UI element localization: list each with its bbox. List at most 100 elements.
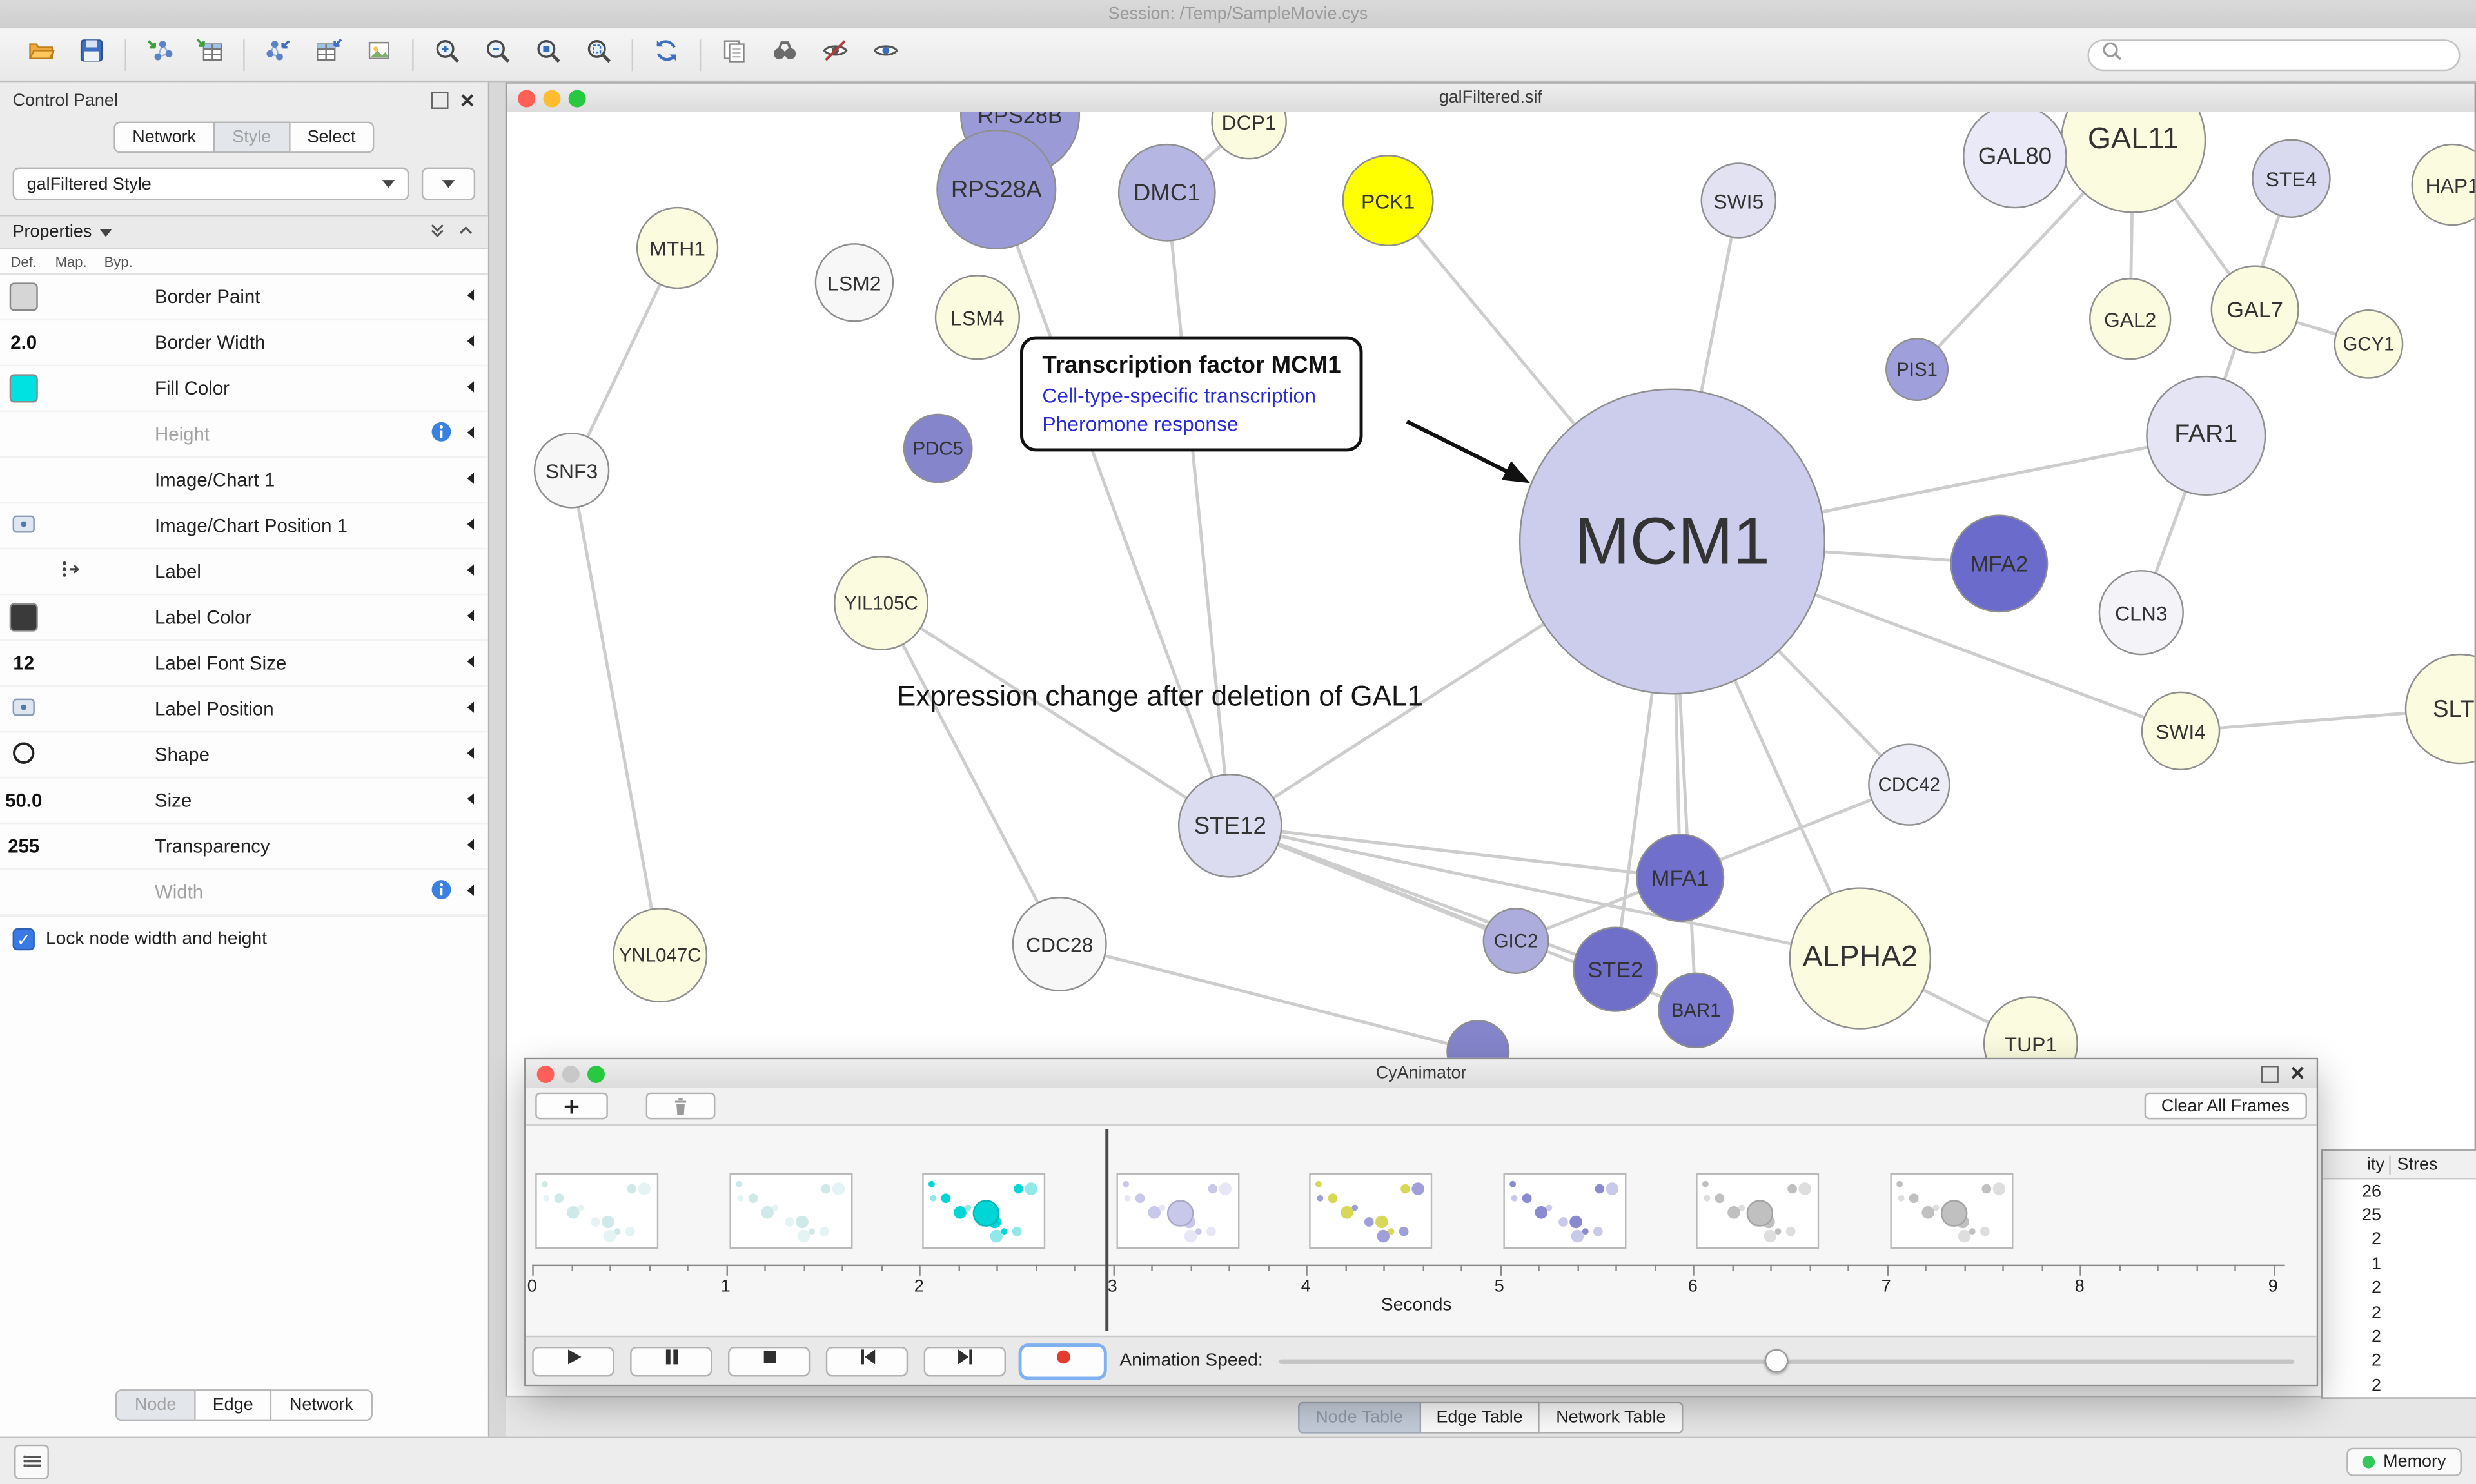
tab-node-table[interactable]: Node Table — [1298, 1401, 1420, 1433]
expand-row-icon[interactable] — [463, 331, 478, 353]
property-row[interactable]: Label Position — [0, 687, 488, 733]
table-row[interactable]: 2 — [2323, 1374, 2476, 1398]
export-image-button[interactable] — [354, 33, 404, 75]
memory-button[interactable]: Memory — [2346, 1447, 2462, 1476]
frame-thumbnail-6[interactable] — [1696, 1173, 1820, 1249]
zoom-selected-button[interactable] — [573, 33, 624, 75]
frame-thumbnail-0[interactable] — [535, 1173, 659, 1249]
network-caption-annotation[interactable]: Expression change after deletion of GAL1 — [897, 680, 1424, 712]
network-node-snf3[interactable]: SNF3 — [533, 433, 610, 509]
network-node-swi5[interactable]: SWI5 — [1700, 162, 1777, 239]
property-row[interactable]: Border Paint — [0, 275, 488, 321]
table-row[interactable]: 2 — [2323, 1301, 2476, 1325]
next-button[interactable] — [923, 1345, 1006, 1376]
network-node-pck1[interactable]: PCK1 — [1342, 154, 1434, 247]
network-node-yil105c[interactable]: YIL105C — [834, 556, 928, 650]
network-node-mfa2[interactable]: MFA2 — [1950, 514, 2049, 613]
import-network-button[interactable] — [134, 33, 184, 75]
expand-row-icon[interactable] — [463, 743, 478, 765]
close-window-icon[interactable] — [536, 1064, 555, 1082]
default-value-cell[interactable] — [0, 694, 47, 724]
default-value-cell[interactable] — [0, 282, 47, 311]
style-options-button[interactable] — [421, 167, 476, 201]
property-row[interactable]: Height — [0, 412, 488, 458]
frame-thumbnail-1[interactable] — [729, 1173, 852, 1249]
default-value-cell[interactable]: 255 — [0, 835, 47, 857]
clear-all-frames-button[interactable]: Clear All Frames — [2143, 1092, 2307, 1120]
default-value-cell[interactable]: 2.0 — [0, 331, 47, 353]
float-panel-icon[interactable] — [2261, 1064, 2279, 1082]
zoom-out-button[interactable] — [472, 33, 522, 75]
import-table-button[interactable] — [185, 33, 235, 75]
network-node-cdc28[interactable]: CDC28 — [1012, 897, 1107, 991]
property-row[interactable]: Label — [0, 549, 488, 596]
expand-row-icon[interactable] — [463, 560, 478, 582]
table-column-header[interactable]: ity — [2367, 1155, 2384, 1174]
chevron-down-icon[interactable] — [99, 228, 113, 237]
float-panel-icon[interactable] — [431, 92, 449, 109]
expand-row-icon[interactable] — [463, 423, 478, 445]
table-row[interactable]: 2 — [2323, 1228, 2476, 1253]
info-icon[interactable] — [429, 878, 453, 906]
tab-edge[interactable]: Edge — [195, 1389, 273, 1421]
network-node-bar1[interactable]: BAR1 — [1658, 972, 1734, 1049]
default-value-cell[interactable] — [0, 739, 47, 770]
save-session-button[interactable] — [66, 33, 117, 75]
zoom-window-icon[interactable] — [568, 89, 586, 107]
mcm1-annotation-box[interactable]: Transcription factor MCM1 Cell-type-spec… — [1020, 336, 1363, 452]
hide-selected-button[interactable] — [810, 33, 860, 75]
expand-row-icon[interactable] — [463, 698, 478, 719]
tab-network-table[interactable]: Network Table — [1540, 1401, 1684, 1433]
minimize-window-icon[interactable] — [562, 1064, 580, 1082]
slider-knob[interactable] — [1764, 1349, 1789, 1373]
zoom-fit-button[interactable] — [523, 33, 573, 75]
property-row[interactable]: Label Color — [0, 595, 488, 641]
property-row[interactable]: Shape — [0, 732, 488, 779]
export-network-button[interactable] — [253, 33, 303, 75]
expand-row-icon[interactable] — [463, 606, 478, 628]
network-node-lsm4[interactable]: LSM4 — [934, 275, 1021, 360]
network-node-cdc42[interactable]: CDC42 — [1868, 743, 1950, 826]
close-panel-icon[interactable]: ✕ — [2289, 1062, 2306, 1085]
tab-node[interactable]: Node — [115, 1389, 195, 1421]
network-node-ste2[interactable]: STE2 — [1573, 926, 1658, 1012]
zoom-window-icon[interactable] — [587, 1064, 605, 1082]
pause-button[interactable] — [630, 1345, 712, 1376]
property-row[interactable]: Fill Color — [0, 366, 488, 413]
panel-toggle-button[interactable] — [14, 1443, 49, 1479]
tab-edge-table[interactable]: Edge Table — [1420, 1401, 1540, 1433]
table-row[interactable]: 2 — [2323, 1276, 2476, 1301]
tab-select[interactable]: Select — [290, 121, 375, 153]
expand-row-icon[interactable] — [463, 377, 478, 399]
network-node-hap1[interactable]: HAP1 — [2411, 143, 2475, 226]
default-value-cell[interactable]: 12 — [0, 652, 47, 674]
network-node-dmc1[interactable]: DMC1 — [1117, 143, 1216, 242]
network-node-gal2[interactable]: GAL2 — [2088, 278, 2172, 360]
network-node-alpha2[interactable]: ALPHA2 — [1789, 887, 1932, 1030]
network-node-ste12[interactable]: STE12 — [1177, 773, 1282, 878]
network-node-rps28a[interactable]: RPS28A — [936, 129, 1057, 249]
network-node-pdc5[interactable]: PDC5 — [903, 413, 973, 483]
minimize-window-icon[interactable] — [543, 89, 561, 107]
tab-network[interactable]: Network — [113, 121, 215, 153]
mapping-cell[interactable] — [47, 557, 94, 585]
close-window-icon[interactable] — [518, 89, 536, 107]
annotation-link[interactable]: Cell-type-specific transcription — [1042, 384, 1316, 407]
network-node-ynl047c[interactable]: YNL047C — [613, 908, 708, 1003]
network-node-mfa1[interactable]: MFA1 — [1636, 834, 1725, 923]
previous-button[interactable] — [825, 1345, 909, 1376]
open-session-button[interactable] — [15, 33, 66, 75]
expand-row-icon[interactable] — [463, 652, 478, 674]
refresh-layout-button[interactable] — [641, 33, 691, 75]
frame-thumbnail-7[interactable] — [1889, 1173, 2013, 1249]
property-row[interactable]: Width — [0, 870, 488, 916]
default-value-cell[interactable] — [0, 511, 47, 541]
table-row[interactable]: 2 — [2323, 1325, 2476, 1350]
network-node-pis1[interactable]: PIS1 — [1885, 338, 1949, 402]
search-field[interactable] — [2087, 38, 2461, 70]
table-row[interactable]: 1 — [2323, 1252, 2476, 1276]
expand-all-icon[interactable] — [428, 220, 447, 244]
